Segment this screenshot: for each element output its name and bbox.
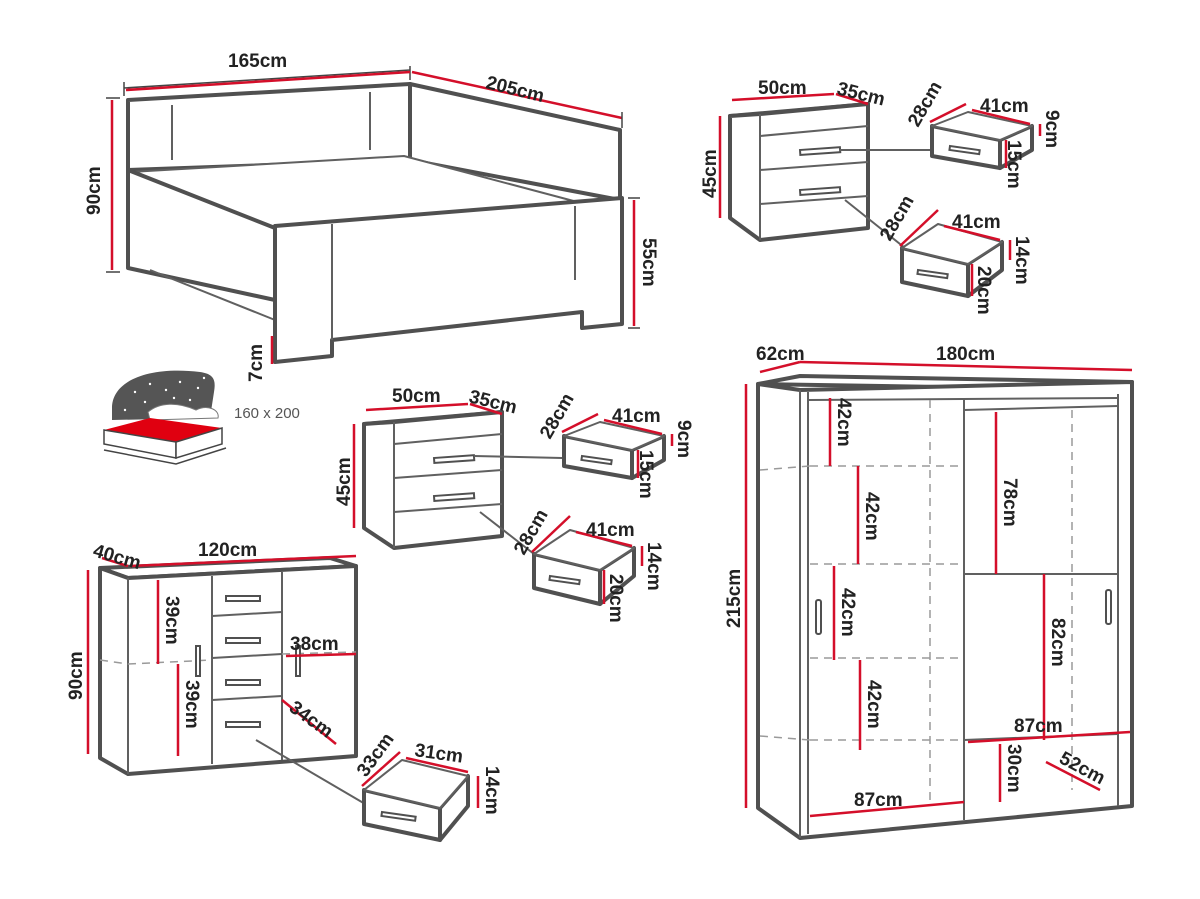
nightstand-a-drawer2-height: 14cm xyxy=(1011,236,1032,285)
nightstand-a-drawer2-width: 41cm xyxy=(952,212,1001,233)
nightstand-a-drawer1-height: 9cm xyxy=(1041,110,1062,148)
bed-drawing: 165cm 205cm 90cm 55cm 7cm xyxy=(84,51,659,382)
nightstand-a-drawer2-outer: 20cm xyxy=(973,266,994,315)
nightstand-a: 50cm 35cm 45cm 28cm 41cm 9cm 15cm 28cm 4… xyxy=(700,78,1062,315)
bed-width-label: 165cm xyxy=(228,51,287,72)
dresser-width-label: 120cm xyxy=(198,540,257,561)
nightstand-b-width-label: 50cm xyxy=(392,386,441,407)
nightstand-b-drawer2-outer: 20cm xyxy=(605,574,626,623)
nightstand-a-width-label: 50cm xyxy=(758,78,807,99)
bed-leg-label: 7cm xyxy=(246,344,267,382)
bed-headboard xyxy=(126,82,412,172)
nightstand-b-drawer2-height: 14cm xyxy=(643,542,664,591)
bed-footboard-label: 55cm xyxy=(638,238,659,287)
wardrobe-hanging-lower-label: 82cm xyxy=(1047,618,1068,667)
dresser-shelf-lower-label: 39cm xyxy=(181,680,202,729)
nightstand-a-height-label: 45cm xyxy=(700,149,721,198)
mattress-icon: 160 x 200 xyxy=(103,370,300,465)
bed-height-label: 90cm xyxy=(84,166,105,215)
wardrobe-shelf-2-label: 42cm xyxy=(837,588,858,637)
wardrobe-depth-label: 62cm xyxy=(756,344,805,365)
wardrobe-bottom-height-label: 30cm xyxy=(1003,744,1024,793)
bed-footboard xyxy=(273,196,624,364)
nightstand-a-drawer2-depth: 28cm xyxy=(876,192,918,245)
wardrobe-hanging-upper-label: 78cm xyxy=(999,478,1020,527)
wardrobe-shelf-3-label: 42cm xyxy=(863,680,884,729)
bed-length-line xyxy=(411,70,623,120)
nightstand-a-drawer1-width: 41cm xyxy=(980,96,1029,117)
mattress-top xyxy=(104,418,222,442)
nightstand-b-drawer1-height: 9cm xyxy=(673,420,694,458)
dresser-shelf-upper-label: 39cm xyxy=(161,596,182,645)
nightstand-a-drawer1-outer: 15cm xyxy=(1003,140,1024,189)
wardrobe-shelf-1-label: 42cm xyxy=(861,492,882,541)
wardrobe: 62cm 180cm 215cm 42cm 42cm 42cm 42cm 78c… xyxy=(724,344,1134,840)
wardrobe-height-label: 215cm xyxy=(724,569,745,628)
nightstand-b-drawer1-outer: 15cm xyxy=(635,450,656,499)
bed-width-line xyxy=(125,70,411,92)
dresser-drawer-height-label: 14cm xyxy=(481,766,502,815)
dresser-side-width-label: 38cm xyxy=(290,634,339,655)
dresser-height-label: 90cm xyxy=(66,651,87,700)
nightstand-b-height-label: 45cm xyxy=(334,457,355,506)
wardrobe-top-shelf-label: 42cm xyxy=(833,398,854,447)
nightstand-b-drawer2-width: 41cm xyxy=(586,520,635,541)
wardrobe-right-width-label: 87cm xyxy=(1014,716,1063,737)
nightstand-b-drawer1-width: 41cm xyxy=(612,406,661,427)
dresser: 40cm 120cm 90cm 39cm 39cm 38cm 34cm 33cm… xyxy=(66,540,502,842)
nightstand-b: 50cm 35cm 45cm 28cm 41cm 9cm 15cm 28cm 4… xyxy=(334,386,694,623)
wardrobe-width-label: 180cm xyxy=(936,344,995,365)
mattress-size-label: 160 x 200 xyxy=(234,405,300,422)
wardrobe-left-width-label: 87cm xyxy=(854,790,903,811)
